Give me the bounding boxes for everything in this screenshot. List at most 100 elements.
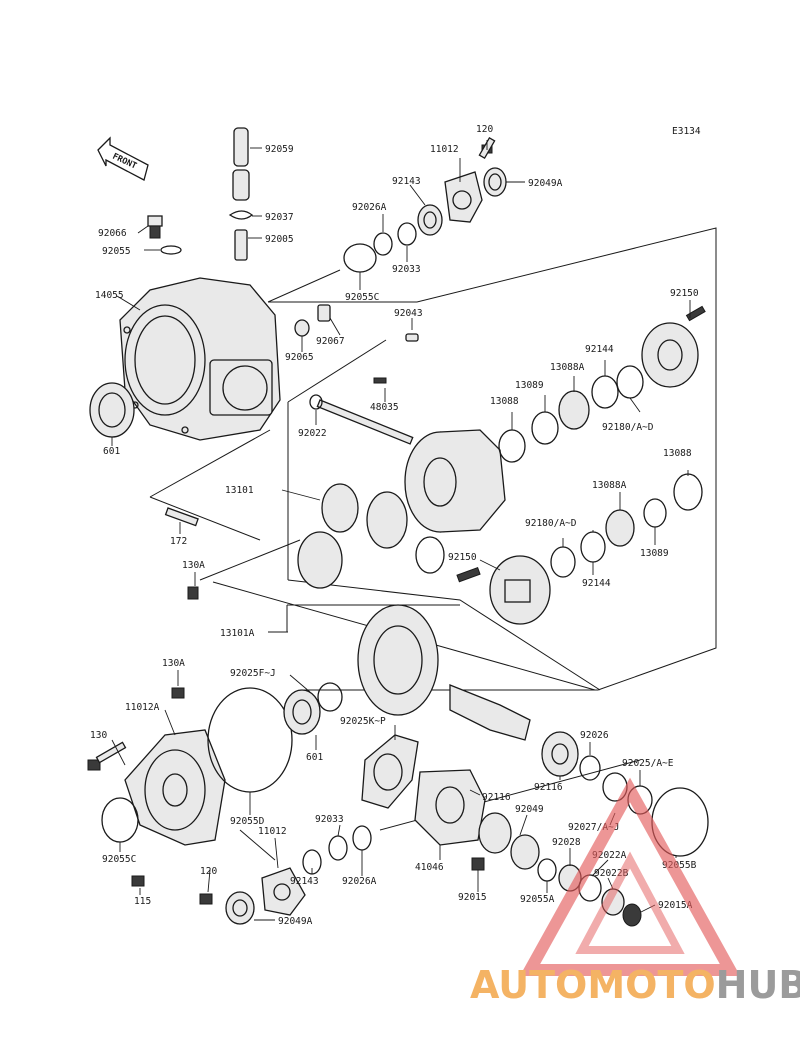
label-13088A-top: 13088A xyxy=(550,362,585,373)
label-92055B: 92055B xyxy=(662,860,697,871)
bolt-120-bottom xyxy=(199,893,213,905)
shims-upper-right xyxy=(498,365,644,463)
label-120-top: 120 xyxy=(476,124,493,135)
washer-92065 xyxy=(294,319,310,337)
flange-92150-top xyxy=(641,305,706,388)
label-92059: 92059 xyxy=(265,144,294,155)
label-92150-top: 92150 xyxy=(670,288,699,299)
label-92033-top: 92033 xyxy=(392,264,421,275)
label-92026: 92026 xyxy=(580,730,609,741)
breather-tube xyxy=(228,127,254,261)
bearing-housing-11012-bottom xyxy=(261,867,306,916)
bolt-115 xyxy=(131,875,145,887)
circlip-92022 xyxy=(309,394,323,410)
label-13089-top: 13089 xyxy=(515,380,544,391)
label-13088-bottom: 13088 xyxy=(663,448,692,459)
flange-92150-bottom xyxy=(456,555,551,625)
label-601-bottom: 601 xyxy=(306,752,323,763)
label-92022B: 92022B xyxy=(594,868,629,879)
label-130A-mid: 130A xyxy=(182,560,205,571)
watermark-text: AUTOMOTOHUB xyxy=(470,963,800,1007)
label-92180-bottom: 92180/A~D xyxy=(525,518,577,529)
label-92015A: 92015A xyxy=(658,900,693,911)
bearing-601-bottom xyxy=(283,682,343,735)
label-11012A: 11012A xyxy=(125,702,160,713)
part-labels: 92059 92037 92005 92066 92055 14055 601 … xyxy=(90,124,699,927)
label-120-bottom: 120 xyxy=(200,866,217,877)
label-13088-top: 13088 xyxy=(490,396,519,407)
label-601-top: 601 xyxy=(103,446,120,457)
label-92049A-top: 92049A xyxy=(528,178,563,189)
label-172: 172 xyxy=(170,536,187,547)
label-92143-bottom: 92143 xyxy=(290,876,319,887)
bearing-601-top xyxy=(89,382,135,438)
label-41046: 41046 xyxy=(415,862,444,873)
bolt-130A-mid xyxy=(187,586,199,600)
gasket-92025KP xyxy=(361,734,419,809)
label-92022A: 92022A xyxy=(592,850,627,861)
label-11012-top: 11012 xyxy=(430,144,459,155)
oil-seal-92049A-top xyxy=(483,167,507,197)
label-48035: 48035 xyxy=(370,402,399,413)
ring-gear-13101A xyxy=(357,604,531,741)
bearing-housing-11012-top xyxy=(444,171,483,223)
bolt-130A-bottom xyxy=(171,687,185,699)
label-92116-mid: 92116 xyxy=(482,792,511,803)
label-92033-bottom: 92033 xyxy=(315,814,344,825)
watermark-part1: AUTOMOTO xyxy=(470,963,716,1007)
label-92144-top: 92144 xyxy=(585,344,614,355)
label-92067: 92067 xyxy=(316,336,345,347)
leader-lines xyxy=(111,140,691,921)
label-92049: 92049 xyxy=(515,804,544,815)
differential-case xyxy=(404,429,506,533)
bolt-130 xyxy=(87,741,127,771)
label-92025AE: 92025/A~E xyxy=(622,758,674,769)
label-92055D: 92055D xyxy=(230,816,265,827)
label-92116-right: 92116 xyxy=(534,782,563,793)
label-13089-bottom: 13089 xyxy=(640,548,669,559)
pin-92043 xyxy=(405,333,419,342)
label-92065: 92065 xyxy=(285,352,314,363)
shaft-48035 xyxy=(316,377,414,445)
label-92015: 92015 xyxy=(458,892,487,903)
front-arrow-icon: FRONT xyxy=(97,136,149,181)
pinion-gears xyxy=(297,483,445,589)
label-92055A: 92055A xyxy=(520,894,555,905)
shims-bottom-center xyxy=(302,825,372,875)
watermark-logo: AUTOMOTOHUB xyxy=(470,777,800,1007)
bearing-92116-mid xyxy=(478,812,540,870)
watermark-part2: HUB xyxy=(716,963,800,1007)
drain-plug xyxy=(147,215,182,255)
label-92150-bottom: 92150 xyxy=(448,552,477,563)
oring-92055C-top xyxy=(343,243,377,273)
label-92026A-bottom: 92026A xyxy=(342,876,377,887)
final-gear-case xyxy=(119,277,281,441)
oring-92055C-bottom xyxy=(101,797,139,843)
label-92055C-top: 92055C xyxy=(345,292,379,303)
label-92025KP: 92025K~P xyxy=(340,716,386,727)
cover-11012A xyxy=(124,729,226,846)
label-92005: 92005 xyxy=(265,234,294,245)
oil-seal-92049A-bottom xyxy=(225,891,255,925)
bolt-92015 xyxy=(471,857,485,871)
label-130: 130 xyxy=(90,730,107,741)
label-92027: 92027/A~J xyxy=(568,822,619,833)
label-92022: 92022 xyxy=(298,428,327,439)
warning-triangle-icon xyxy=(519,777,741,976)
label-92028: 92028 xyxy=(552,837,581,848)
label-130A-bottom: 130A xyxy=(162,658,185,669)
label-92143-top: 92143 xyxy=(392,176,421,187)
label-11012-bottom: 11012 xyxy=(258,826,287,837)
pinion-housing-41046 xyxy=(414,769,486,846)
label-92144-bottom: 92144 xyxy=(582,578,611,589)
label-14055: 14055 xyxy=(95,290,124,301)
label-13101A: 13101A xyxy=(220,628,255,639)
label-92055: 92055 xyxy=(102,246,131,257)
label-92043: 92043 xyxy=(394,308,423,319)
label-13101: 13101 xyxy=(225,485,254,496)
oring-92055D xyxy=(207,687,293,793)
label-92037: 92037 xyxy=(265,212,294,223)
label-92025FJ: 92025F~J xyxy=(230,668,276,679)
shim-washers-top xyxy=(373,204,443,256)
